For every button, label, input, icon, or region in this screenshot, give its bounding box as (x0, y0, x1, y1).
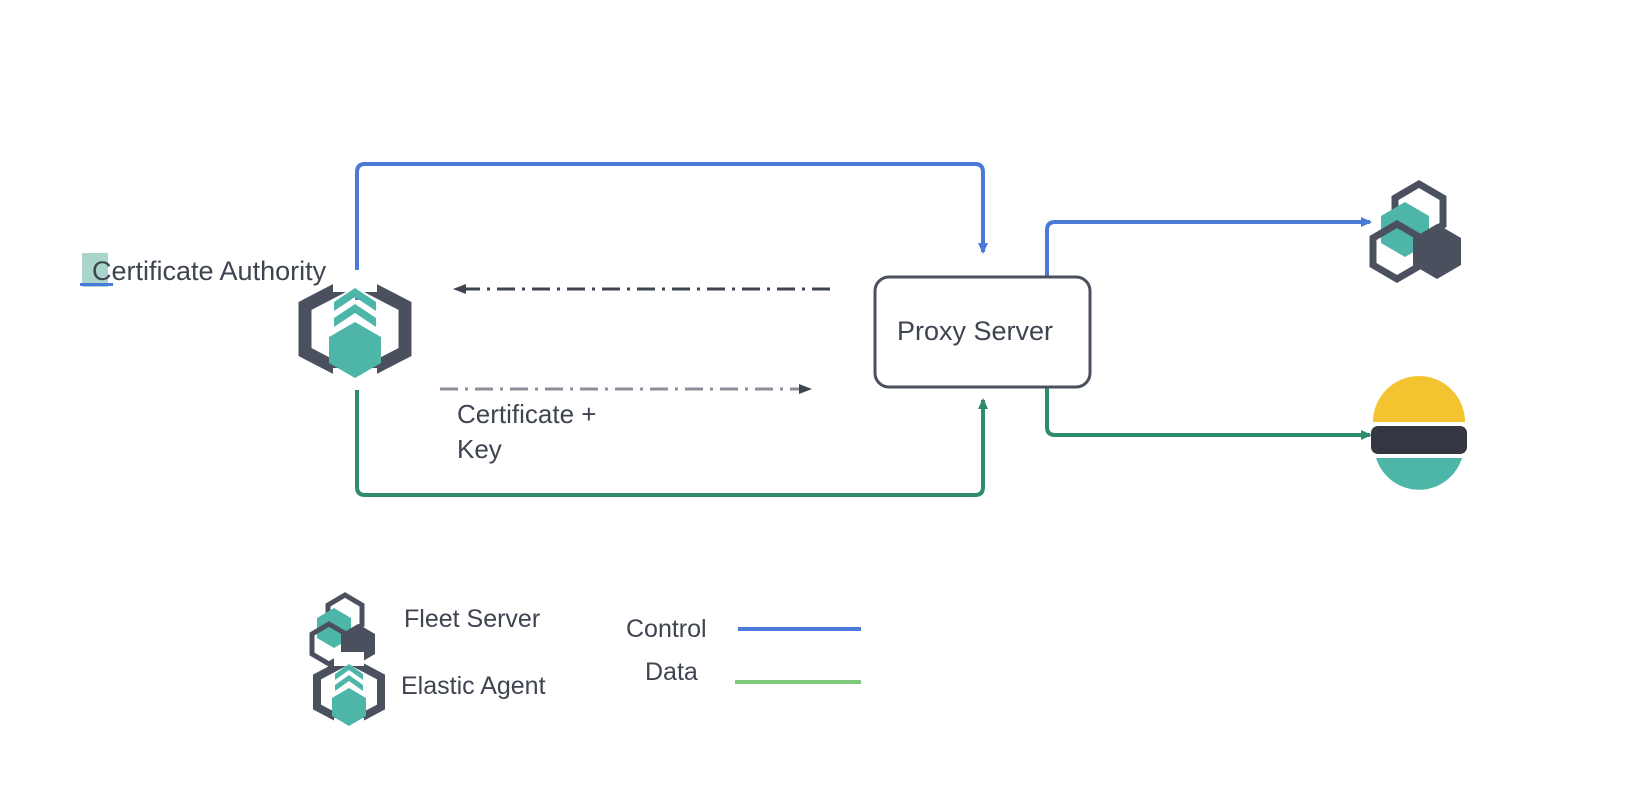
certificate-key-edge-label: Certificate + Key (457, 399, 597, 464)
fleet-server-icon (1369, 179, 1461, 284)
proxy-server-label: Proxy Server (897, 316, 1054, 346)
proxy-server-node[interactable] (873, 275, 1092, 389)
elastic-agent-icon (298, 270, 412, 390)
elasticsearch-icon (1371, 376, 1467, 490)
legend-item-label-fleet-server: Fleet Server (404, 605, 541, 633)
edge-agent-to-proxy-control (355, 162, 988, 300)
edge-agent-to-proxy-data (355, 380, 988, 497)
edge-proxy-to-elasticsearch-data (1045, 385, 1372, 440)
text-selection-highlight (82, 253, 108, 287)
text-selection-underline (80, 283, 113, 286)
legend-elastic-agent-icon (313, 652, 385, 732)
legend-line-label-control: Control (626, 615, 707, 643)
legend-line-label-data: Data (645, 658, 698, 686)
legend-item-label-elastic-agent: Elastic Agent (401, 672, 546, 700)
edge-proxy-to-fleet-control (1045, 217, 1372, 277)
certificate-authority-label: Certificate Authority (92, 256, 327, 286)
